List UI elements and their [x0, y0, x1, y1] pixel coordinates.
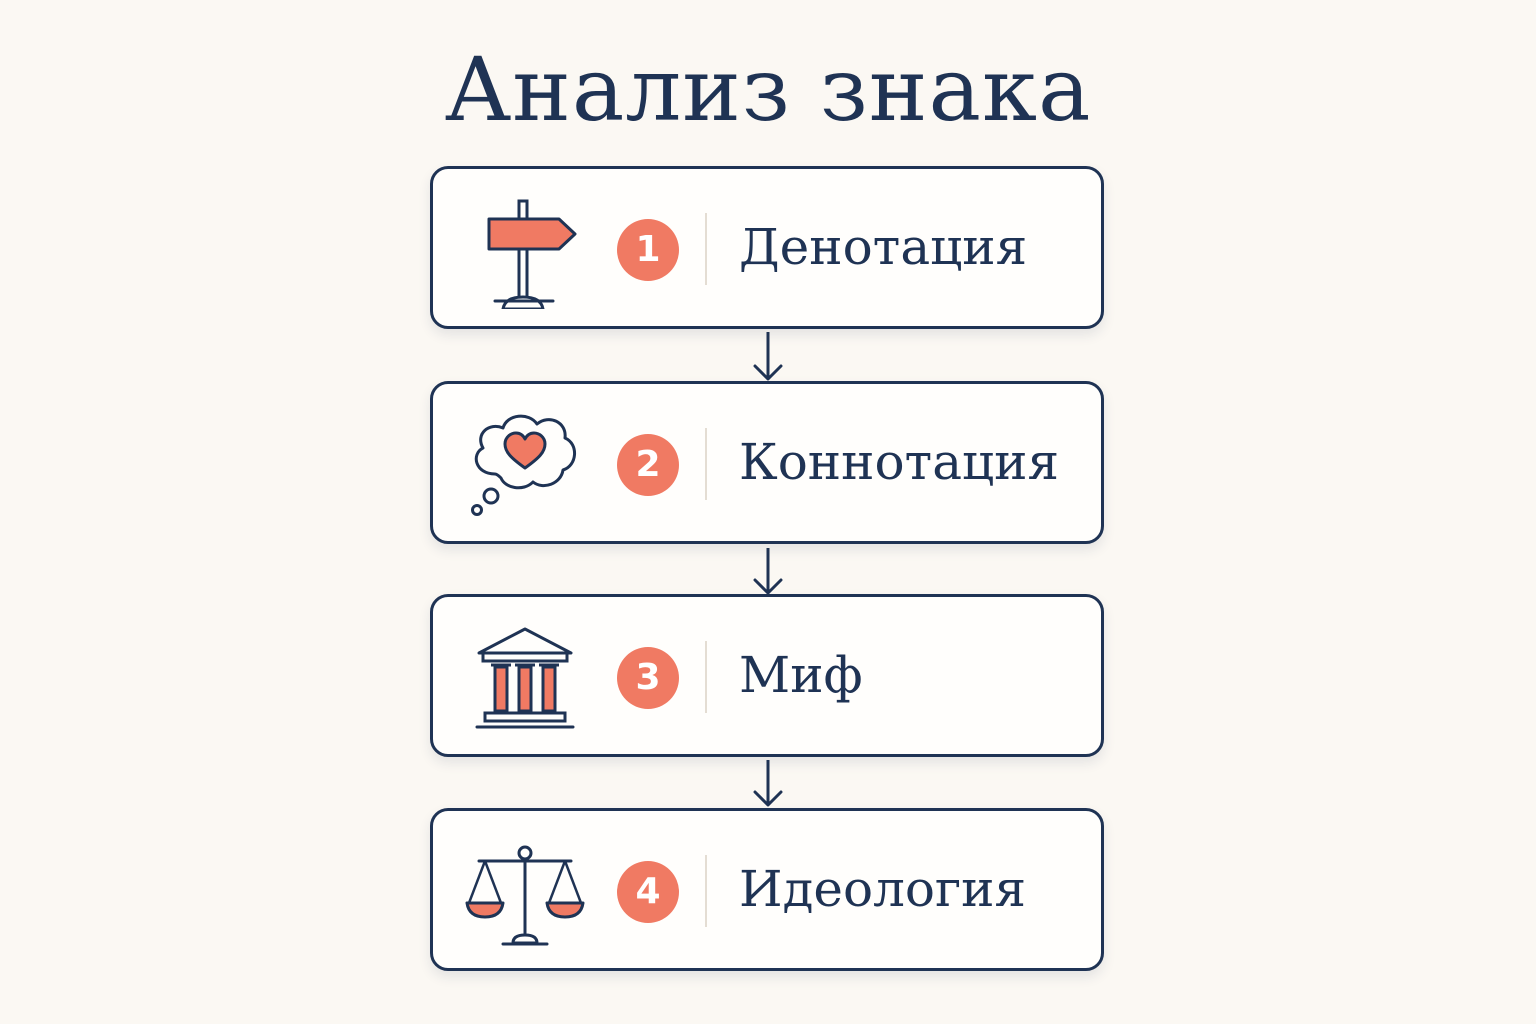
divider [705, 855, 707, 927]
thought-heart-icon [471, 414, 576, 516]
step-card-ideology: 4 Идеология [430, 808, 1104, 971]
diagram-title: Анализ знака [444, 38, 1092, 141]
signpost-icon [487, 199, 577, 309]
down-arrow-icon [753, 760, 783, 807]
scales-icon [465, 845, 585, 946]
step-label: Коннотация [739, 433, 1060, 491]
step-card-denotation: 1 Денотация [430, 166, 1104, 329]
step-number-badge: 3 [617, 647, 679, 709]
step-card-connotation: 2 Коннотация [430, 381, 1104, 544]
step-number-badge: 1 [617, 219, 679, 281]
step-number-badge: 4 [617, 861, 679, 923]
step-card-myth: 3 Миф [430, 594, 1104, 757]
divider [705, 428, 707, 500]
step-label: Идеология [739, 860, 1027, 918]
step-label: Миф [739, 646, 863, 704]
divider [705, 641, 707, 713]
down-arrow-icon [753, 332, 783, 381]
temple-icon [475, 627, 575, 729]
down-arrow-icon [753, 548, 783, 595]
step-label: Денотация [739, 218, 1028, 276]
step-number-badge: 2 [617, 434, 679, 496]
divider [705, 213, 707, 285]
